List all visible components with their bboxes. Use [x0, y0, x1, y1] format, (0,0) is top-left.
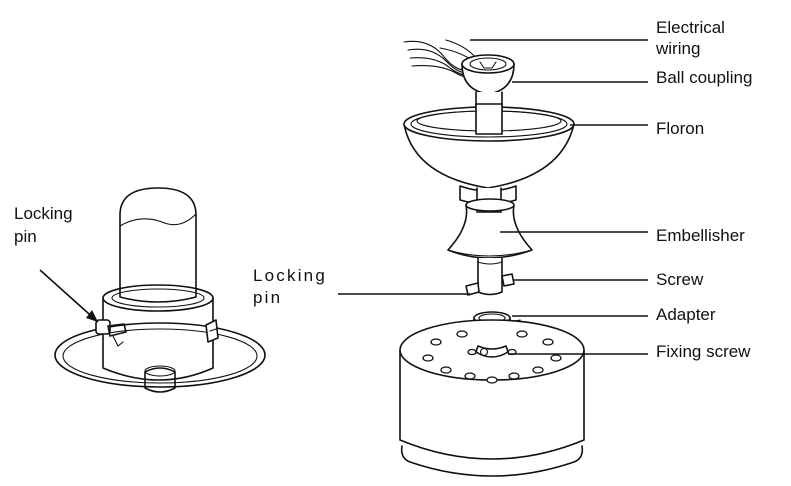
- arrowhead-locking-pin-left: [86, 310, 98, 322]
- leader-lines: [338, 39, 648, 355]
- left-downrod: [119, 187, 197, 303]
- label-floron: Floron: [656, 119, 704, 138]
- label-locking-pin-left-line2: pin: [14, 227, 37, 246]
- left-locking-pin: [95, 319, 127, 347]
- label-screw: Screw: [656, 270, 704, 289]
- floron-drawing: [403, 103, 575, 205]
- motor-housing-drawing: [399, 319, 585, 477]
- left-detail-illustration: [54, 187, 266, 393]
- label-electrical-wiring-line2: wiring: [655, 39, 700, 58]
- label-ball-coupling: Ball coupling: [656, 68, 752, 87]
- left-plate: [54, 322, 266, 388]
- label-adapter: Adapter: [656, 305, 716, 324]
- embellisher-drawing: [447, 198, 533, 259]
- ball-coupling-drawing: [461, 54, 515, 95]
- motor-top-holes: [422, 330, 562, 384]
- left-front-hole: [144, 367, 176, 393]
- downrod-lower-drawing: [465, 257, 515, 296]
- label-locking-pin-middle-line2: pin: [253, 288, 282, 307]
- label-embellisher: Embellisher: [656, 226, 745, 245]
- label-locking-pin-middle-line1: Locking: [253, 266, 327, 285]
- label-locking-pin-left-line1: Locking: [14, 204, 73, 223]
- exploded-assembly-illustration: [399, 39, 585, 477]
- left-collar: [102, 297, 214, 381]
- leader-locking-pin-left: [39, 269, 99, 323]
- label-fixing-screw: Fixing screw: [656, 342, 751, 361]
- label-electrical-wiring-line1: Electrical: [656, 18, 725, 37]
- left-screw: [205, 319, 219, 343]
